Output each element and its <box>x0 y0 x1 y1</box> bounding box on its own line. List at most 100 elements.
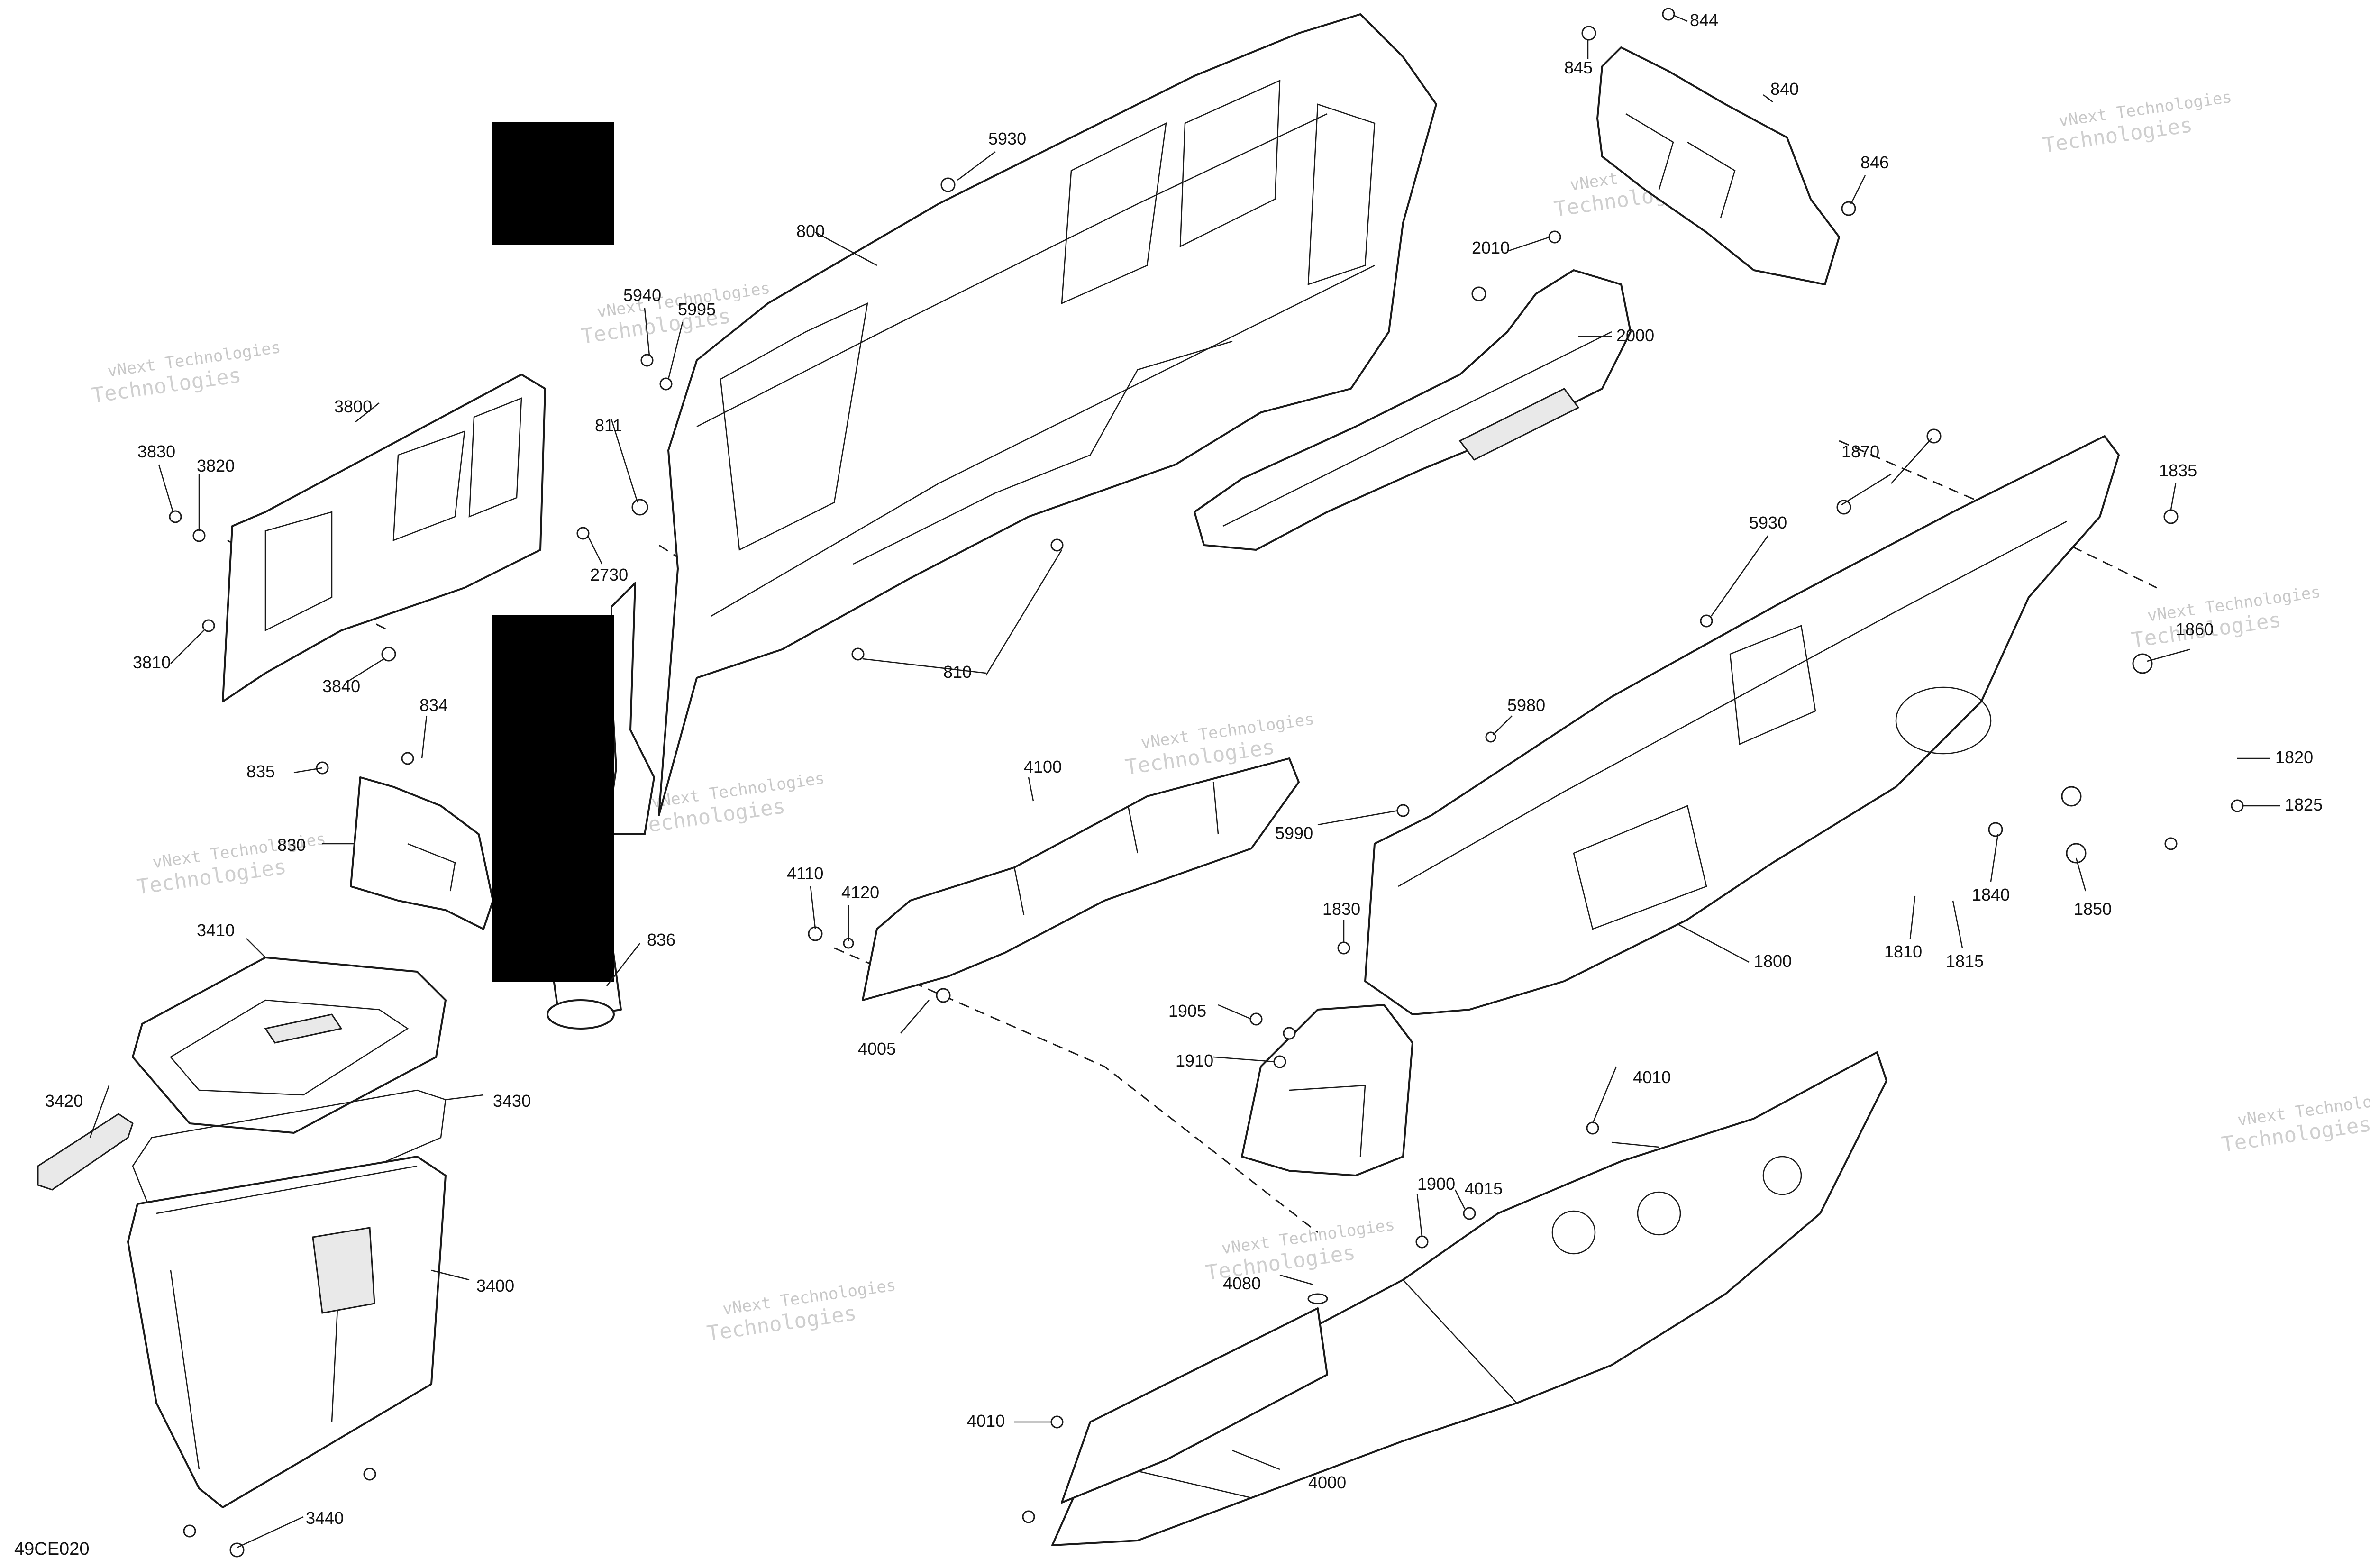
callout-label: 1800 <box>1754 951 1792 971</box>
fastener-icon <box>192 529 206 542</box>
panel-4000-lower <box>1061 1307 1328 1504</box>
washer-icon <box>1307 1293 1328 1304</box>
fastener-icon <box>1396 804 1410 817</box>
fastener-icon <box>1415 1235 1429 1249</box>
callout-label: 4110 <box>787 864 823 883</box>
fastener-icon <box>659 377 673 391</box>
fastener-icon <box>631 499 648 516</box>
side-panel-800 <box>606 13 1437 835</box>
callout-label: 3820 <box>197 456 235 475</box>
fasteners <box>169 8 2244 1558</box>
duct-4100 <box>862 757 1300 1001</box>
handle-3420 <box>37 1113 134 1191</box>
callout-label: 1835 <box>2159 461 2197 480</box>
storage-bin-3400 <box>127 1156 447 1508</box>
callout-label: 4120 <box>841 883 879 902</box>
fastener-icon <box>576 527 590 540</box>
fastener-icon <box>640 354 654 367</box>
callout-label: 4010 <box>1633 1067 1671 1087</box>
fastener-icon <box>1836 500 1851 515</box>
callout-label: 1840 <box>1972 885 2010 904</box>
fastener-icon <box>808 926 823 941</box>
callout-label: 840 <box>1770 79 1799 99</box>
fastener-icon <box>2066 843 2087 864</box>
callout-label: 800 <box>796 221 825 241</box>
fastener-icon <box>401 752 414 765</box>
callout-label: 2010 <box>1472 238 1510 257</box>
callout-label: 1820 <box>2275 748 2313 767</box>
bracket-830 <box>350 776 494 930</box>
fastener-icon <box>1022 1510 1035 1523</box>
fastener-icon <box>1273 1055 1286 1068</box>
fastener-icon <box>851 647 865 661</box>
fastener-icon <box>2061 786 2082 807</box>
panel-4000 <box>1051 1051 1887 1546</box>
fastener-icon <box>2132 653 2153 674</box>
fastener-icon <box>1581 26 1596 41</box>
fastener-icon <box>2164 837 2178 850</box>
rail-2000 <box>1194 269 1632 551</box>
callout-label: 3840 <box>322 676 360 696</box>
callout-label: 5995 <box>678 300 716 319</box>
callout-label: 5980 <box>1507 695 1545 715</box>
fastener-icon <box>1283 1027 1296 1040</box>
fastener-icon <box>381 647 396 662</box>
diagram-code: 49CE020 <box>14 1539 89 1559</box>
callout-label: 3420 <box>45 1091 83 1111</box>
callout-label: 835 <box>246 762 275 781</box>
fastener-icon <box>169 510 182 523</box>
redaction-block <box>492 122 614 245</box>
fastener-icon <box>183 1524 196 1538</box>
callout-label: 1830 <box>1322 899 1360 919</box>
callout-label: 5930 <box>988 129 1026 148</box>
callout-label: 4015 <box>1465 1179 1503 1198</box>
callout-label: 4100 <box>1024 757 1062 776</box>
fastener-icon <box>1988 822 2003 837</box>
fastener-icon <box>1463 1207 1476 1220</box>
callout-label: 1850 <box>2074 899 2112 919</box>
callout-label: 4000 <box>1308 1473 1346 1492</box>
fastener-icon <box>1249 1012 1263 1026</box>
callout-labels: 844 845 840 846 5930 800 2010 2000 5940 … <box>45 10 2323 1528</box>
callout-label: 3440 <box>306 1508 344 1528</box>
callout-label: 5930 <box>1749 513 1787 532</box>
callout-label: 4010 <box>967 1411 1005 1431</box>
callout-label: 834 <box>419 695 448 715</box>
callout-label: 2000 <box>1616 326 1654 345</box>
fastener-icon <box>1471 286 1486 301</box>
callout-label: 1860 <box>2176 620 2214 639</box>
fastener-icon <box>940 177 956 192</box>
callout-label: 3430 <box>493 1091 531 1111</box>
callout-label: 1900 <box>1417 1174 1455 1194</box>
callout-label: 846 <box>1860 153 1889 172</box>
bracket-840 <box>1596 46 1840 285</box>
fastener-icon <box>363 1468 376 1481</box>
fastener-icon <box>1050 1415 1064 1429</box>
redaction-block <box>492 615 614 982</box>
fastener-icon <box>1700 614 1713 628</box>
panel-3800 <box>222 374 546 702</box>
fastener-icon <box>1841 201 1856 216</box>
callout-label: 836 <box>647 930 675 949</box>
callout-label: 1870 <box>1841 442 1879 461</box>
callout-label: 1905 <box>1168 1001 1206 1021</box>
fastener-icon <box>936 988 951 1003</box>
callout-label: 810 <box>943 662 972 682</box>
fastener-icon <box>1548 230 1561 244</box>
stand-1900 <box>1241 1004 1413 1176</box>
fastener-icon <box>1586 1121 1599 1135</box>
fastener-icon <box>1050 538 1064 552</box>
callout-label: 5940 <box>623 285 661 305</box>
fastener-icon <box>1337 941 1350 955</box>
callout-label: 3810 <box>133 653 171 672</box>
callout-label: 1910 <box>1176 1051 1213 1070</box>
callout-label: 844 <box>1690 10 1718 30</box>
callout-label: 830 <box>277 835 306 855</box>
callout-label: 3830 <box>137 442 175 461</box>
callout-label: 1810 <box>1884 942 1922 961</box>
callout-label: 5990 <box>1275 823 1313 843</box>
panel-1800 <box>1364 435 2120 1015</box>
fastener-icon <box>1662 8 1675 21</box>
callout-label: 845 <box>1564 58 1593 77</box>
